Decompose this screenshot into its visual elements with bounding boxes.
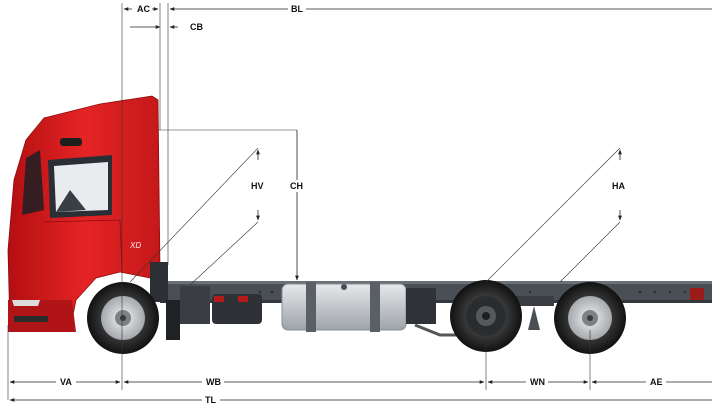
frame-components <box>180 286 554 337</box>
label-cb: CB <box>190 22 203 32</box>
label-va: VA <box>60 377 72 387</box>
label-wb: WB <box>206 377 221 387</box>
label-wn: WN <box>530 377 545 387</box>
label-bl: BL <box>291 4 303 14</box>
rear-wheel-1 <box>450 280 522 352</box>
label-ae: AE <box>650 377 663 387</box>
label-hv: HV <box>251 181 264 191</box>
model-badge: XD <box>129 241 141 250</box>
dimension-labels: AC BL CB CH HV HA VA WB WN AE TL <box>56 3 666 405</box>
truck-illustration: XD <box>7 95 712 354</box>
fuel-tank <box>281 282 407 332</box>
label-ha: HA <box>612 181 625 191</box>
label-ch: CH <box>290 181 303 191</box>
label-ac: AC <box>137 4 150 14</box>
label-tl: TL <box>205 395 216 405</box>
front-wheel <box>87 282 159 354</box>
rear-wheel-2 <box>554 282 626 354</box>
